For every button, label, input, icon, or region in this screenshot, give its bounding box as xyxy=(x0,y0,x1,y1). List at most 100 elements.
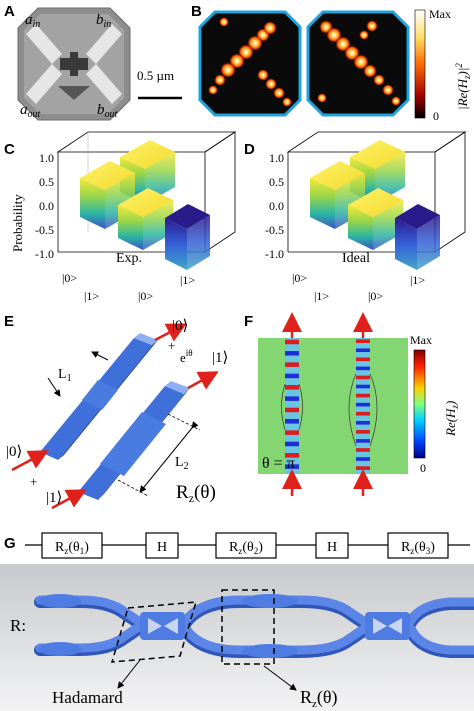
colorbar-f-max: Max xyxy=(410,333,432,347)
field-stripe xyxy=(356,439,370,443)
bar3d-chart-c xyxy=(56,131,237,270)
l2-arrow xyxy=(139,421,199,493)
colorbar-b xyxy=(414,9,426,119)
gate-1: Rz(θ1) xyxy=(41,532,103,559)
field-map-f xyxy=(258,338,408,474)
gate-2: H xyxy=(145,532,179,559)
colorbar-f-min: 0 xyxy=(420,461,426,475)
bar3d-chart-d xyxy=(286,131,467,270)
panel-label-e: E xyxy=(4,313,14,330)
field-stripe xyxy=(285,339,299,345)
field-stripe xyxy=(356,402,370,407)
device-sem-image xyxy=(17,7,131,121)
svg-text:|1>: |1> xyxy=(84,289,99,303)
panel-label-c: C xyxy=(4,141,15,158)
field-stripe xyxy=(356,466,370,470)
panel-label-g: G xyxy=(4,535,16,552)
panel-label-b: B xyxy=(191,3,202,20)
bar-d-negative xyxy=(395,204,440,270)
colorbar-b-min: 0 xyxy=(433,109,439,123)
field-stripe xyxy=(285,464,299,469)
ket0-bot: |0⟩ xyxy=(6,444,22,460)
colorbar-f-label: Re(Hz) xyxy=(443,401,460,437)
output-arrow-0 xyxy=(154,323,187,342)
field-stripe xyxy=(285,430,299,435)
panel-label-f: F xyxy=(244,313,253,330)
svg-text:|1>: |1> xyxy=(180,273,195,287)
svg-text:|1>: |1> xyxy=(314,289,329,303)
svg-text:|0>: |0> xyxy=(292,271,307,285)
l2-tick-bot xyxy=(117,479,149,497)
rz-label-e: Rz(θ) xyxy=(176,482,216,505)
svg-text:|1>: |1> xyxy=(410,273,425,287)
field-stripe xyxy=(285,407,299,413)
c-caption: Exp. xyxy=(116,251,142,266)
label-a-in: ain xyxy=(25,12,40,30)
label-l1: L1 xyxy=(58,367,72,384)
field-map-right xyxy=(306,10,410,117)
field-stripe xyxy=(285,453,299,458)
field-stripe xyxy=(356,348,370,353)
bar-d-front-a xyxy=(348,188,403,250)
ket1-top: |1⟩ xyxy=(212,350,228,366)
field-stripe xyxy=(285,385,299,390)
field-stripe xyxy=(356,420,370,425)
hadamard-label: Hadamard xyxy=(52,688,123,707)
l1-arrow-a xyxy=(47,377,61,397)
svg-text:1.0: 1.0 xyxy=(39,151,54,165)
svg-text:0.5: 0.5 xyxy=(269,175,284,189)
svg-text:0.5: 0.5 xyxy=(39,175,54,189)
plus-top: + xyxy=(168,338,175,353)
rz-label-g: Rz(θ) xyxy=(300,687,338,710)
svg-text:-1.0: -1.0 xyxy=(35,247,54,261)
label-l2: L2 xyxy=(175,455,189,472)
colorbar-f xyxy=(413,349,426,459)
field-stripe xyxy=(285,373,299,379)
svg-text:H: H xyxy=(157,540,167,555)
svg-text:-0.5: -0.5 xyxy=(265,223,284,237)
panel-label-a: A xyxy=(4,3,15,20)
input-arrow-1 xyxy=(51,489,87,510)
field-map-left xyxy=(198,10,302,117)
plus-bot: + xyxy=(30,474,37,489)
gate-5: Rz(θ3) xyxy=(387,532,449,559)
label-b-in: bin xyxy=(96,12,111,30)
c-ylabel: Probability xyxy=(10,194,25,252)
d-caption: Ideal xyxy=(342,251,370,266)
field-stripe xyxy=(285,396,299,401)
rz-pointer xyxy=(263,665,297,691)
svg-text:Rz(θ2): Rz(θ2) xyxy=(229,540,263,556)
svg-text:0.0: 0.0 xyxy=(269,199,284,213)
hadamard-box xyxy=(110,601,198,663)
d-axis-labels: |0> |1> |0> |1> xyxy=(292,271,425,303)
gate-4: H xyxy=(315,532,349,559)
colorbar-b-label: |Re(Hz)|2 xyxy=(454,63,472,110)
rz-box xyxy=(221,589,275,665)
field-stripe xyxy=(356,384,370,389)
svg-text:1.0: 1.0 xyxy=(269,151,284,165)
c-axis-labels: |0> |1> |0> |1> xyxy=(62,271,195,303)
field-stripe xyxy=(285,441,299,447)
hadamard-pointer xyxy=(117,659,141,689)
phase-factor: eiθ xyxy=(180,348,193,365)
field-stripe xyxy=(356,366,370,371)
svg-text:|0>: |0> xyxy=(62,271,77,285)
svg-text:Rz(θ3): Rz(θ3) xyxy=(401,540,435,556)
field-stripe xyxy=(285,351,299,356)
field-stripe xyxy=(356,411,370,416)
svg-text:-1.0: -1.0 xyxy=(265,247,284,261)
svg-text:Rz(θ1): Rz(θ1) xyxy=(55,540,89,556)
row-label-r: R: xyxy=(10,616,26,635)
field-stripe xyxy=(356,375,370,380)
scale-bar-label: 0.5 µm xyxy=(137,68,174,83)
bar-c-negative xyxy=(165,204,210,270)
field-stripe xyxy=(285,419,299,424)
ket0-top: |0⟩ xyxy=(172,318,188,334)
ket1-bot: |1⟩ xyxy=(46,490,62,506)
field-stripe xyxy=(356,393,370,398)
input-arrow-0 xyxy=(11,450,49,472)
svg-text:-0.5: -0.5 xyxy=(35,223,54,237)
c-ticks: 1.0 0.5 0.0 -0.5 -1.0 xyxy=(35,151,54,261)
field-stripe xyxy=(356,339,370,343)
